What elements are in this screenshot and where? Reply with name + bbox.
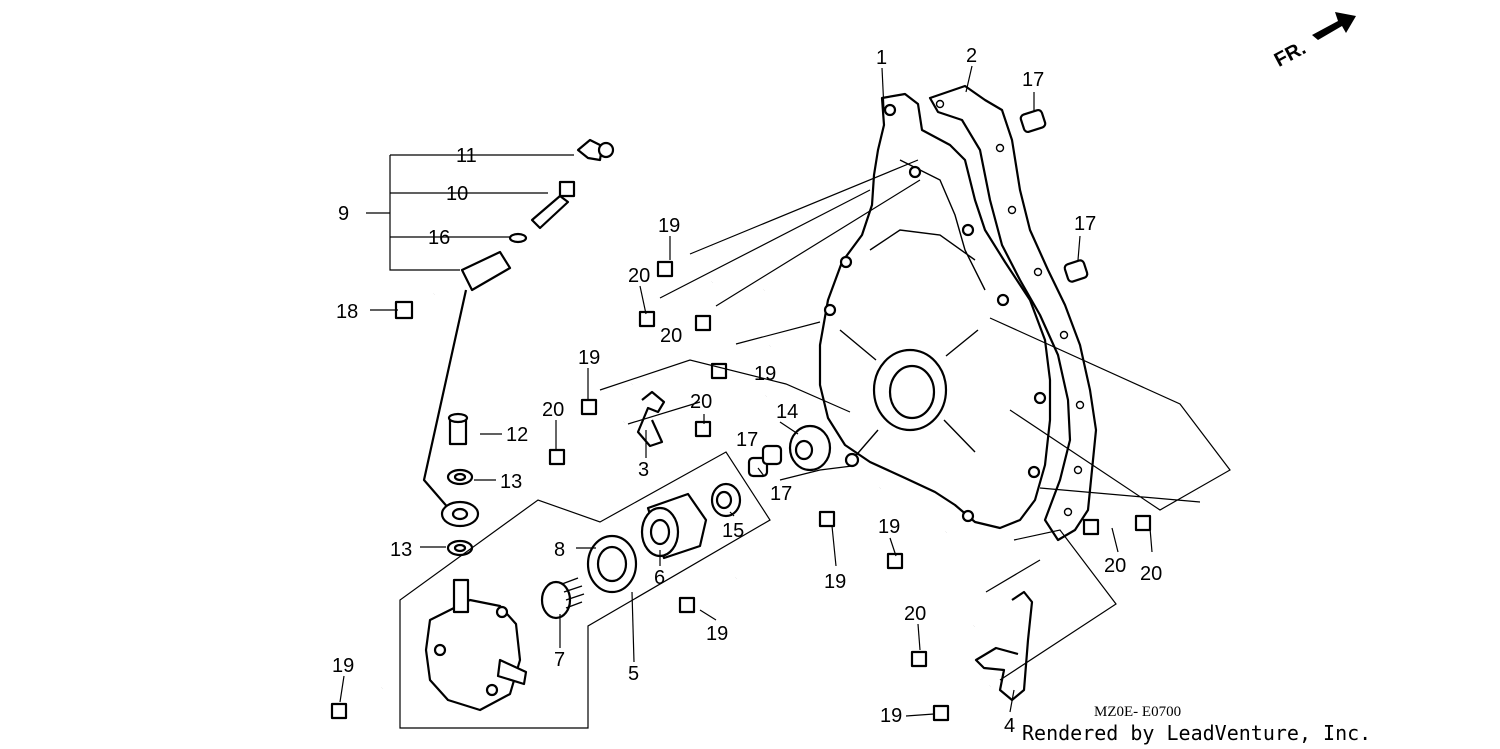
callout-11: 11 (456, 145, 477, 167)
callout-19-right-a: 19 (878, 516, 900, 538)
callout-15: 15 (722, 520, 744, 542)
callout-20-f: 20 (1140, 563, 1162, 585)
cup-part-6 (640, 492, 708, 560)
render-credit: Rendered by LeadVenture, Inc. (1022, 721, 1371, 745)
clip-part-4 (974, 590, 1034, 702)
clip-part-3 (636, 390, 666, 448)
callout-19-center: 19 (754, 363, 776, 385)
callout-17-mid-a: 17 (736, 429, 758, 451)
callout-6: 6 (654, 567, 665, 589)
dowel-pin-17-mid-a (747, 456, 769, 478)
spring-part-7 (540, 577, 585, 620)
flange-bolts (330, 244, 1199, 722)
front-direction-label: FR. (1271, 37, 1310, 72)
callout-5: 5 (628, 663, 639, 685)
callout-7: 7 (554, 649, 565, 671)
sensor-assembly-part-9 (422, 138, 615, 528)
bolt-part-12 (447, 412, 469, 446)
callout-19-lower: 19 (706, 623, 728, 645)
callout-labels: 1 2 3 4 5 6 7 8 9 10 11 12 13 13 14 15 1… (332, 45, 1162, 737)
leader-lines (339, 65, 1231, 729)
callout-20-d: 20 (690, 391, 712, 413)
callout-20-a: 20 (628, 265, 650, 287)
callout-14: 14 (776, 401, 798, 423)
front-arrow-icon (1312, 12, 1356, 40)
callout-12: 12 (506, 424, 528, 446)
washer-part-13-lower (446, 539, 474, 557)
diagram-code: MZ0E- E0700 (1094, 704, 1181, 720)
callout-16: 16 (428, 227, 450, 249)
callout-20-c: 20 (542, 399, 564, 421)
callout-20-g: 20 (904, 603, 926, 625)
callout-3: 3 (638, 459, 649, 481)
front-direction-indicator: FR. (1271, 12, 1356, 72)
callout-19-upper: 19 (658, 215, 680, 237)
dowel-pin-17-top (1019, 108, 1047, 134)
callout-19-bottom-left: 19 (332, 655, 354, 677)
rear-cover-part-1 (818, 92, 1052, 530)
dowel-pin-17-right (1063, 259, 1089, 283)
callout-17-right: 17 (1074, 213, 1096, 235)
callout-19-left: 19 (578, 347, 600, 369)
bearing-part-8 (586, 534, 638, 594)
bearing-part-15 (710, 482, 742, 518)
gasket-part-2 (928, 84, 1098, 542)
callout-17-mid-b: 17 (770, 483, 792, 505)
callout-8: 8 (554, 539, 565, 561)
callout-13-upper: 13 (500, 471, 522, 493)
callout-2: 2 (966, 45, 977, 67)
callout-18: 18 (336, 301, 358, 323)
washer-part-13-upper (446, 468, 474, 486)
callout-17-top: 17 (1022, 69, 1044, 91)
callout-13-lower: 13 (390, 539, 412, 561)
callout-19-right-b: 19 (824, 571, 846, 593)
housing-part-5 (424, 578, 528, 712)
callout-10: 10 (446, 183, 468, 205)
callout-1: 1 (876, 47, 887, 69)
dowel-pin-17-mid-b (761, 444, 783, 466)
callout-19-bottom: 19 (880, 705, 902, 727)
callout-20-b: 20 (660, 325, 682, 347)
callout-4: 4 (1004, 715, 1015, 737)
callout-20-e: 20 (1104, 555, 1126, 577)
oil-seal-part-14 (788, 424, 832, 472)
callout-9: 9 (338, 203, 349, 225)
